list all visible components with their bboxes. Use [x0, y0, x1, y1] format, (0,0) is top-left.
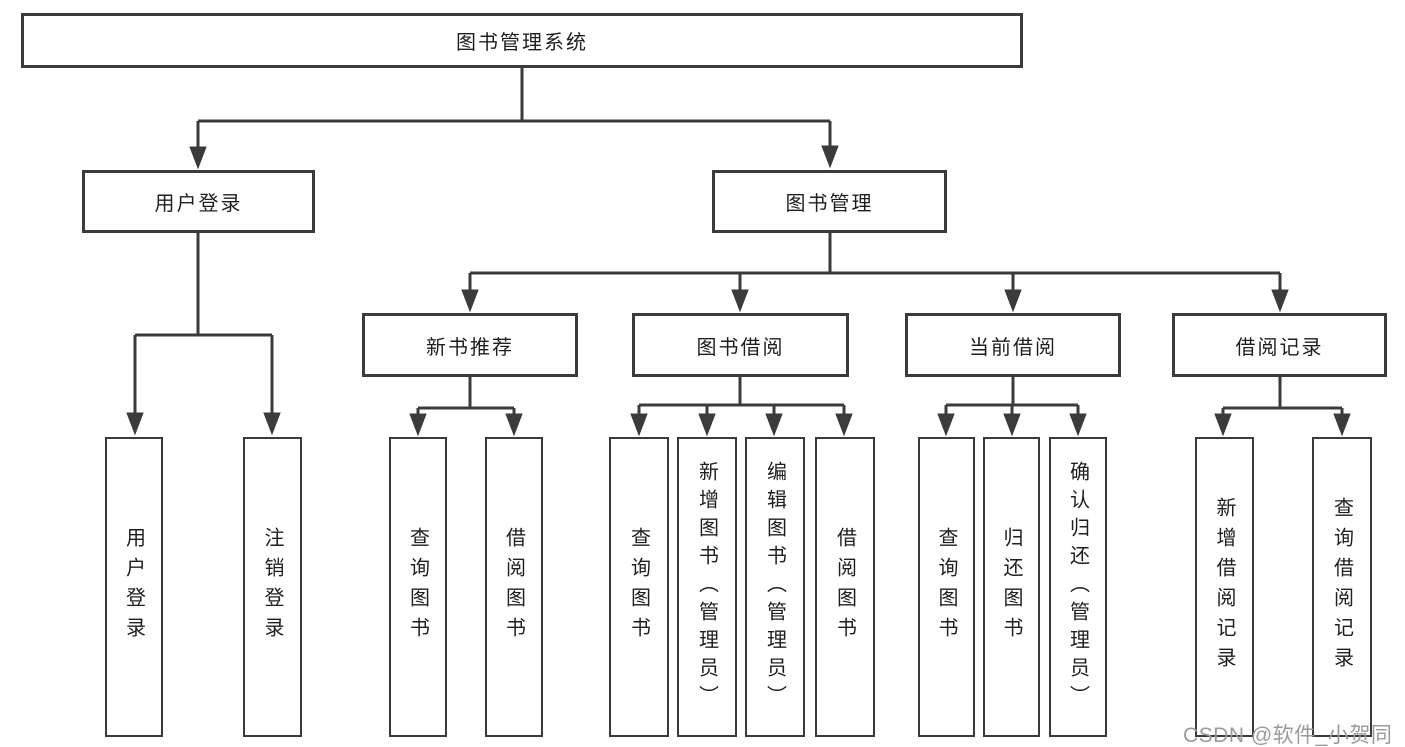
leaf-add-books-admin: 新增图书（管理员）	[677, 437, 737, 737]
leaf-borrow-books-recommend: 借阅图书	[485, 437, 543, 737]
leaf-borrow-books: 借阅图书	[815, 437, 875, 737]
watermark-text: CSDN @软件_小贺同学	[1183, 724, 1393, 747]
leaf-query-books-recommend: 查询图书	[389, 437, 447, 737]
leaf-logout: 注销登录	[243, 437, 302, 737]
leaf-add-borrow-record: 新增借阅记录	[1195, 437, 1254, 737]
leaf-query-books-borrow: 查询图书	[609, 437, 669, 737]
leaf-user-login: 用户登录	[105, 437, 163, 737]
node-user-login: 用户登录	[82, 170, 315, 233]
node-borrow-records: 借阅记录	[1172, 313, 1387, 377]
leaf-confirm-return-admin: 确认归还（管理员）	[1049, 437, 1107, 737]
node-book-borrow: 图书借阅	[632, 313, 849, 377]
leaf-edit-books-admin: 编辑图书（管理员）	[745, 437, 805, 737]
node-new-book-recommend: 新书推荐	[362, 313, 578, 377]
node-current-borrow: 当前借阅	[905, 313, 1121, 377]
node-book-management: 图书管理	[712, 170, 947, 233]
leaf-return-books: 归还图书	[983, 437, 1040, 737]
leaf-query-books-current: 查询图书	[918, 437, 975, 737]
leaf-query-borrow-record: 查询借阅记录	[1312, 437, 1372, 737]
node-root: 图书管理系统	[21, 13, 1023, 68]
